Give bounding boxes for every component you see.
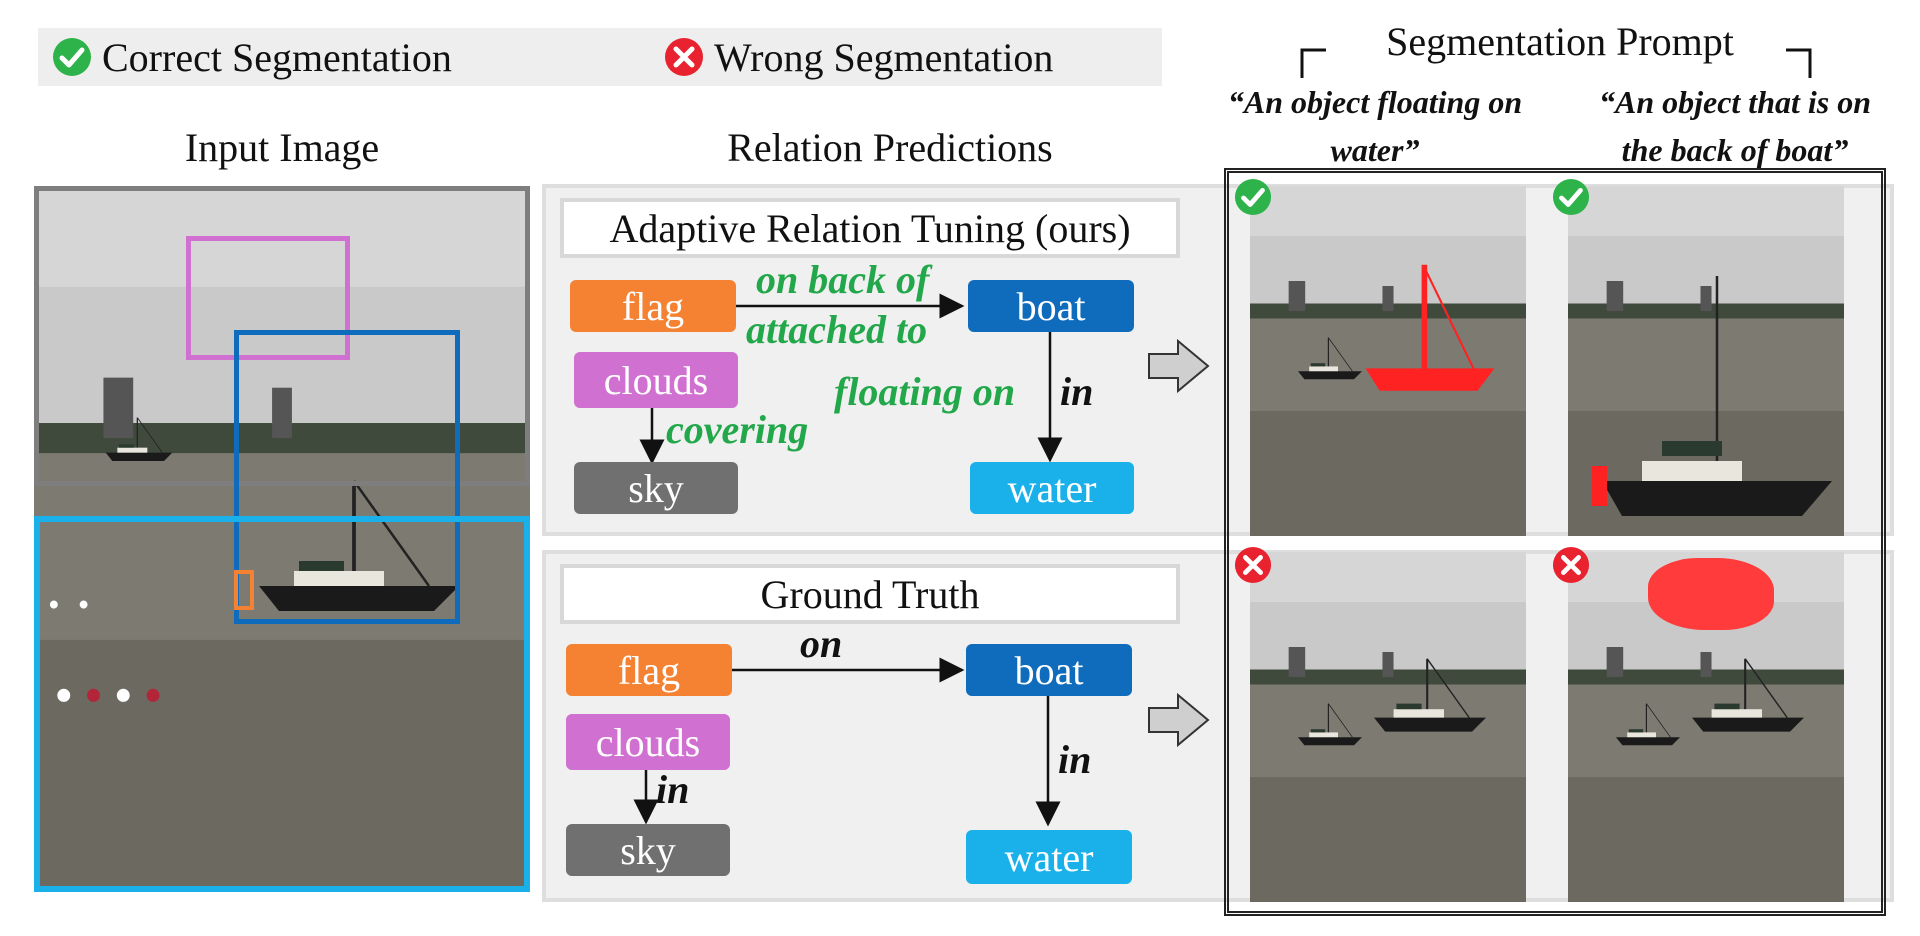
gt-prompt-1-result <box>1250 552 1526 902</box>
gt-right-arrow-icon <box>1148 692 1210 748</box>
water-bbox <box>34 516 530 892</box>
gt-prompt-2-result <box>1568 552 1844 902</box>
gt-node-sky: sky <box>566 824 730 876</box>
prompt-1-line-1: “An object floating on <box>1227 84 1523 120</box>
input-image-heading: Input Image <box>184 125 380 170</box>
ours-node-water: water <box>970 462 1134 514</box>
gt-edges <box>633 657 1061 827</box>
ours-node-sky: sky <box>574 462 738 514</box>
ours-node-clouds: clouds <box>574 352 738 408</box>
prompt-2-line-2: the back of boat” <box>1621 132 1849 168</box>
sailboat-icon <box>1592 276 1832 516</box>
ours-title: Adaptive Relation Tuning (ours) <box>560 198 1180 258</box>
ours-right-arrow-icon <box>1148 338 1210 394</box>
gt-node-flag: flag <box>566 644 732 696</box>
boat-bbox <box>234 330 460 624</box>
ours-node-boat: boat <box>968 280 1134 332</box>
prompt-bracket <box>1300 48 1812 78</box>
legend-bar <box>38 28 1162 86</box>
boat-mask <box>1365 264 1495 391</box>
small-boat-icon <box>1608 702 1688 750</box>
check-circle-icon <box>1234 178 1272 216</box>
x-circle-icon <box>664 37 704 77</box>
buoy-line-icon <box>49 600 160 702</box>
ours-edge-label-attached-to: attached to <box>746 307 928 352</box>
ours-edge-label-in: in <box>1060 369 1094 414</box>
sailboat-icon <box>1360 628 1500 768</box>
segmentation-results-frame <box>1224 168 1886 916</box>
relation-predictions-heading: Relation Predictions <box>727 125 1053 170</box>
input-image <box>34 186 530 892</box>
gt-edge-label-in-water: in <box>1058 737 1092 782</box>
sailboat-icon <box>1678 628 1818 768</box>
segmentation-prompt-heading: Segmentation Prompt <box>1386 19 1734 64</box>
ours-edge-label-covering: covering <box>666 407 809 452</box>
harbor-photo <box>34 186 530 892</box>
legend-wrong: Wrong Segmentation <box>664 28 1053 86</box>
legend-correct-label: Correct Segmentation <box>102 34 452 80</box>
check-circle-icon <box>52 37 92 77</box>
prompt-1-line-2: water” <box>1330 132 1420 168</box>
prompt-2-line-1: “An object that is on <box>1598 84 1872 120</box>
legend-correct: Correct Segmentation <box>52 28 452 86</box>
prompt-2: “An object that is on the back of boat” <box>1550 78 1920 174</box>
x-circle-icon <box>1234 546 1272 584</box>
prompt-1: “An object floating on water” <box>1190 78 1560 174</box>
gt-title: Ground Truth <box>560 564 1180 624</box>
clouds-bbox <box>186 236 350 360</box>
gt-node-water: water <box>966 830 1132 884</box>
cloud-mask <box>1648 558 1774 630</box>
flag-mask <box>1592 466 1607 506</box>
gt-node-boat: boat <box>966 644 1132 696</box>
small-boat-icon <box>1290 336 1370 384</box>
x-circle-icon <box>1552 546 1590 584</box>
gt-edge-label-on: on <box>800 621 843 666</box>
ours-prompt-1-result <box>1250 186 1526 536</box>
ours-prompt-2-result <box>1568 186 1844 536</box>
ours-edge-label-on-back-of: on back of <box>756 257 930 302</box>
gt-edge-label-in-sky: in <box>656 767 690 812</box>
sky-bbox <box>34 186 530 486</box>
small-boat-icon <box>1290 702 1370 750</box>
flag-bbox <box>234 570 254 610</box>
ours-edges <box>639 293 1063 465</box>
gt-node-clouds: clouds <box>566 714 730 770</box>
legend-wrong-label: Wrong Segmentation <box>714 34 1054 80</box>
check-circle-icon <box>1552 178 1590 216</box>
ours-edge-label-floating-on: floating on <box>834 369 1016 414</box>
ours-node-flag: flag <box>570 280 736 332</box>
